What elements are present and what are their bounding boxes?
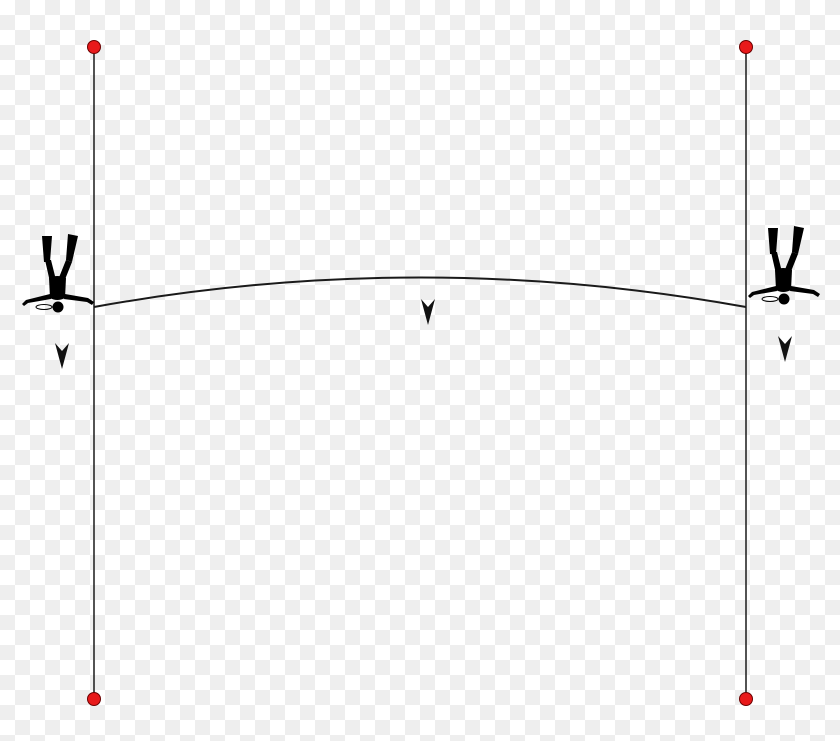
anchor-top-left [87, 40, 101, 54]
right-diver-arrow-icon [778, 336, 792, 362]
right-diver-icon [747, 225, 821, 305]
anchor-bottom-left [87, 692, 101, 706]
left-diver-icon [21, 233, 95, 313]
left-diver-arrow-icon [55, 343, 69, 369]
anchor-bottom-right [739, 692, 753, 706]
connecting-line [93, 276, 747, 308]
center-arrow-icon [421, 299, 435, 325]
anchor-top-right [739, 40, 753, 54]
